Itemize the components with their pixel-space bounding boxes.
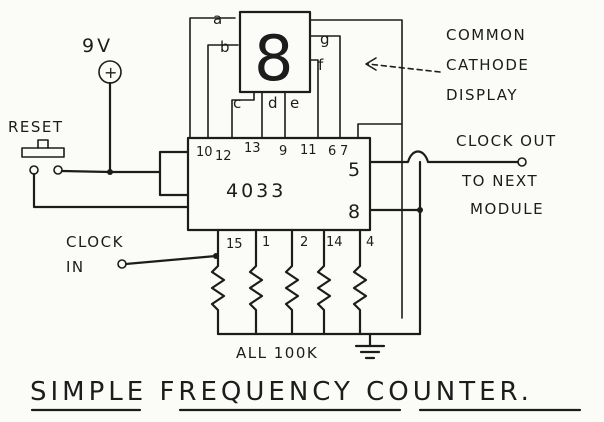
clock-in: CLOCK IN	[66, 233, 219, 276]
supply-plus-symbol: +	[104, 63, 117, 82]
display-label: COMMON CATHODE DISPLAY	[365, 26, 529, 104]
pin-7-wire	[357, 123, 403, 139]
ic-pin-11: 11	[300, 143, 317, 158]
display-body	[238, 10, 312, 94]
ic-pin-13: 13	[244, 141, 261, 156]
clock-out: CLOCK OUT TO NEXT MODULE	[368, 132, 557, 218]
resistor-pin-2	[284, 228, 300, 336]
clock-out-label-line-3: MODULE	[470, 200, 544, 218]
display-digit: 8	[254, 22, 293, 95]
display-label-line-1: COMMON	[446, 26, 526, 44]
display-pin-a-label: a	[213, 10, 224, 28]
ic-body	[186, 136, 372, 232]
display-pin-e-label: e	[290, 94, 301, 112]
ic-label: 4033	[226, 180, 286, 202]
clock-in-label-line-2: IN	[66, 258, 85, 276]
display-pin-c-label: c	[233, 94, 243, 112]
display-pin-b-label: b	[220, 38, 231, 56]
reset-button-plunger	[37, 139, 49, 149]
resistor-pin-1	[248, 228, 264, 336]
reset-button-cap	[21, 147, 65, 158]
ic-pin-6: 6	[328, 144, 336, 159]
clock-in-wire	[124, 254, 218, 266]
diagram-title: SIMPLE FREQUENCY COUNTER.	[30, 377, 533, 407]
display-pin-d-label: d	[268, 94, 279, 112]
pulldown-resistors	[210, 228, 422, 336]
resistor-pin-14	[316, 228, 332, 336]
reset-switch: RESET	[8, 118, 65, 175]
ic-pin-14: 14	[326, 235, 343, 250]
ic-pin-7: 7	[340, 144, 348, 159]
display-label-line-3: DISPLAY	[446, 86, 518, 104]
display-wires	[189, 17, 403, 319]
resistor-pin-4	[352, 228, 368, 336]
display-label-arrowhead-icon	[365, 57, 377, 71]
reset-pin-bracket	[158, 150, 190, 197]
ic-pin-9: 9	[279, 144, 287, 159]
resistor-pin-15	[210, 228, 226, 336]
seven-segment-display: 8	[238, 10, 312, 95]
reset-to-supply-wire	[60, 169, 162, 174]
resistor-value-label: ALL 100K	[236, 344, 318, 362]
display-label-line-2: CATHODE	[446, 56, 529, 74]
display-pin-g-label: g	[320, 30, 331, 48]
ic-4033: 4033 10 12 13 9 11 6 7 5 8 15 1 2 14 4	[186, 136, 374, 252]
clock-out-wire	[368, 150, 520, 164]
ic-pin-10: 10	[196, 145, 213, 160]
supply-9v: 9V +	[82, 35, 122, 175]
display-label-arrow	[367, 63, 441, 73]
ic-pin-8: 8	[348, 201, 363, 223]
clock-out-label-line-1: CLOCK OUT	[456, 132, 557, 150]
clock-in-label-line-1: CLOCK	[66, 233, 124, 251]
ground-icon	[354, 332, 386, 360]
ic-pin-15: 15	[226, 237, 243, 252]
reset-terminal-left-icon	[29, 165, 39, 175]
clock-out-terminal-icon	[517, 157, 527, 167]
display-pin-f-label: f	[318, 56, 325, 74]
reset-return-wire	[32, 172, 190, 209]
ic-pin-4: 4	[366, 235, 374, 250]
ic-pin-1: 1	[262, 235, 270, 250]
ic-pin-12: 12	[215, 149, 232, 164]
supply-label: 9V	[82, 35, 113, 57]
reset-label: RESET	[8, 118, 64, 136]
clock-out-label-line-2: TO NEXT	[461, 172, 538, 190]
ic-pin-2: 2	[300, 235, 308, 250]
clock-in-terminal-icon	[117, 259, 127, 269]
reset-terminal-right-icon	[53, 165, 63, 175]
ic-pin-5: 5	[348, 159, 363, 181]
